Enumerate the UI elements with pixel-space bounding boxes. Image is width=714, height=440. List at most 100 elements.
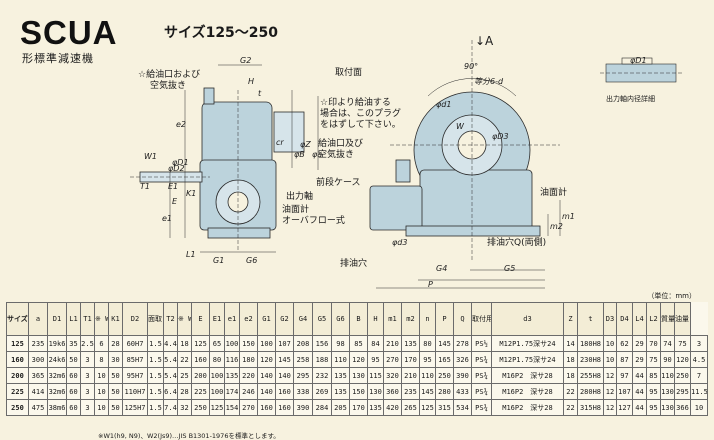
- table-cell: 50: [66, 351, 81, 368]
- table-cell: 125H7: [122, 399, 148, 416]
- table-cell: 12: [603, 367, 617, 384]
- table-cell: 116: [224, 351, 240, 368]
- table-cell: 140: [257, 367, 276, 384]
- table-cell: 160: [257, 399, 276, 416]
- table-cell: 7: [690, 367, 708, 384]
- table-cell: 90: [660, 351, 675, 368]
- star-note-2: 場合は、このプラグ: [320, 109, 402, 119]
- table-cell: PS¾: [471, 351, 492, 368]
- table-cell: 80: [419, 335, 436, 352]
- table-cell: 74: [660, 335, 675, 352]
- table-cell: M16P2 深サ28: [491, 367, 564, 384]
- table-cell: 414: [28, 383, 48, 400]
- table-cell: 95H7: [122, 367, 148, 384]
- table-cell: 232: [312, 367, 332, 384]
- table-cell: 110: [331, 351, 350, 368]
- table-header-row: サイズ EaD1L1T1※ W1K1D2面取り rT2※ W2EE1e1e2G1…: [6, 302, 708, 336]
- table-cell: 107: [616, 383, 633, 400]
- table-cell: 120: [257, 351, 276, 368]
- oil-plug-left: [203, 87, 215, 105]
- dim-e1: e1: [162, 214, 173, 223]
- table-cell: 6.4: [163, 383, 178, 400]
- dim-t1: T1: [140, 182, 150, 191]
- table-cell: 110: [660, 367, 675, 384]
- table-cell: 170: [401, 351, 420, 368]
- header-cell: m1: [383, 302, 402, 336]
- drain-both-label: 排油穴Q(両側): [487, 238, 547, 248]
- table-cell: 60: [66, 399, 81, 416]
- table-cell: 280: [435, 383, 454, 400]
- output-shaft-side: [273, 111, 305, 153]
- table-cell: 19k6: [47, 335, 67, 352]
- header-cell: t: [577, 302, 604, 336]
- mounting-face-label: 取付面: [335, 68, 363, 78]
- table-cell: 156: [312, 335, 332, 352]
- header-cell: P: [435, 302, 454, 336]
- header-cell: D4: [616, 302, 633, 336]
- dim-cr: cr: [276, 138, 284, 147]
- table-cell: 35: [66, 335, 81, 352]
- output-shaft-label: 出力軸: [286, 192, 314, 202]
- table-cell: 65: [209, 335, 225, 352]
- table-cell: M16P2 深サ28: [491, 383, 564, 400]
- table-cell: 5.4: [163, 351, 178, 368]
- table-cell: 174: [224, 383, 240, 400]
- table-cell: 22: [177, 351, 192, 368]
- footnote: ※W1(h9, N9)、W2(Js9)…JIS B1301-1976を標準としま…: [98, 432, 280, 440]
- front-case: [369, 185, 423, 231]
- table-cell: 3: [80, 399, 95, 416]
- header-cell: L2: [646, 302, 661, 336]
- table-cell: 160: [191, 351, 210, 368]
- table-cell: 95: [646, 383, 661, 400]
- table-cell: 110H7: [122, 383, 148, 400]
- table-cell: 60: [66, 367, 81, 384]
- header-cell: e2: [239, 302, 258, 336]
- table-cell: 100: [257, 335, 276, 352]
- table-cell: 18: [563, 367, 578, 384]
- table-cell: 135: [331, 383, 350, 400]
- table-cell: 284: [312, 399, 332, 416]
- table-cell: 95: [367, 351, 384, 368]
- star-note-1: ☆印より給油する: [320, 98, 391, 108]
- side-dim-lines: [130, 64, 319, 253]
- table-cell: 100: [209, 367, 225, 384]
- table-cell: 10: [603, 335, 617, 352]
- table-cell: 250: [435, 367, 454, 384]
- header-cell: K1: [108, 302, 123, 336]
- dim-h: H: [248, 77, 255, 86]
- table-cell: 3: [80, 367, 95, 384]
- front-case-label: 前段ケース: [316, 178, 361, 188]
- table-cell: 433: [453, 383, 472, 400]
- table-cell: 130: [367, 383, 384, 400]
- table-cell: 390: [453, 367, 472, 384]
- table-cell: 150: [239, 335, 258, 352]
- table-cell: 205: [331, 399, 350, 416]
- dim-e1-cap: E1: [168, 182, 179, 191]
- header-cell: B: [349, 302, 368, 336]
- table-cell: 326: [453, 351, 472, 368]
- table-cell: PS½: [471, 335, 492, 352]
- table-cell: 365: [28, 367, 48, 384]
- dim-p: P: [428, 280, 433, 289]
- header-cell: m2: [401, 302, 420, 336]
- table-cell: 265: [401, 399, 420, 416]
- table-cell: 1.5: [147, 399, 164, 416]
- table-cell: 60: [66, 383, 81, 400]
- table-cell: 130: [660, 383, 675, 400]
- table-cell: 250: [674, 367, 691, 384]
- header-cell: G5: [312, 302, 332, 336]
- table-cell: 280H8: [577, 383, 604, 400]
- table-cell: 98: [331, 335, 350, 352]
- dim-t: t: [258, 89, 262, 98]
- table-cell: 100: [209, 383, 225, 400]
- table-cell: 80: [209, 351, 225, 368]
- table-cell: 125: [191, 335, 210, 352]
- table-cell: 320: [383, 367, 402, 384]
- table-cell: 145: [435, 335, 454, 352]
- table-cell: 1.5: [147, 367, 164, 384]
- table-cell: 208: [293, 335, 313, 352]
